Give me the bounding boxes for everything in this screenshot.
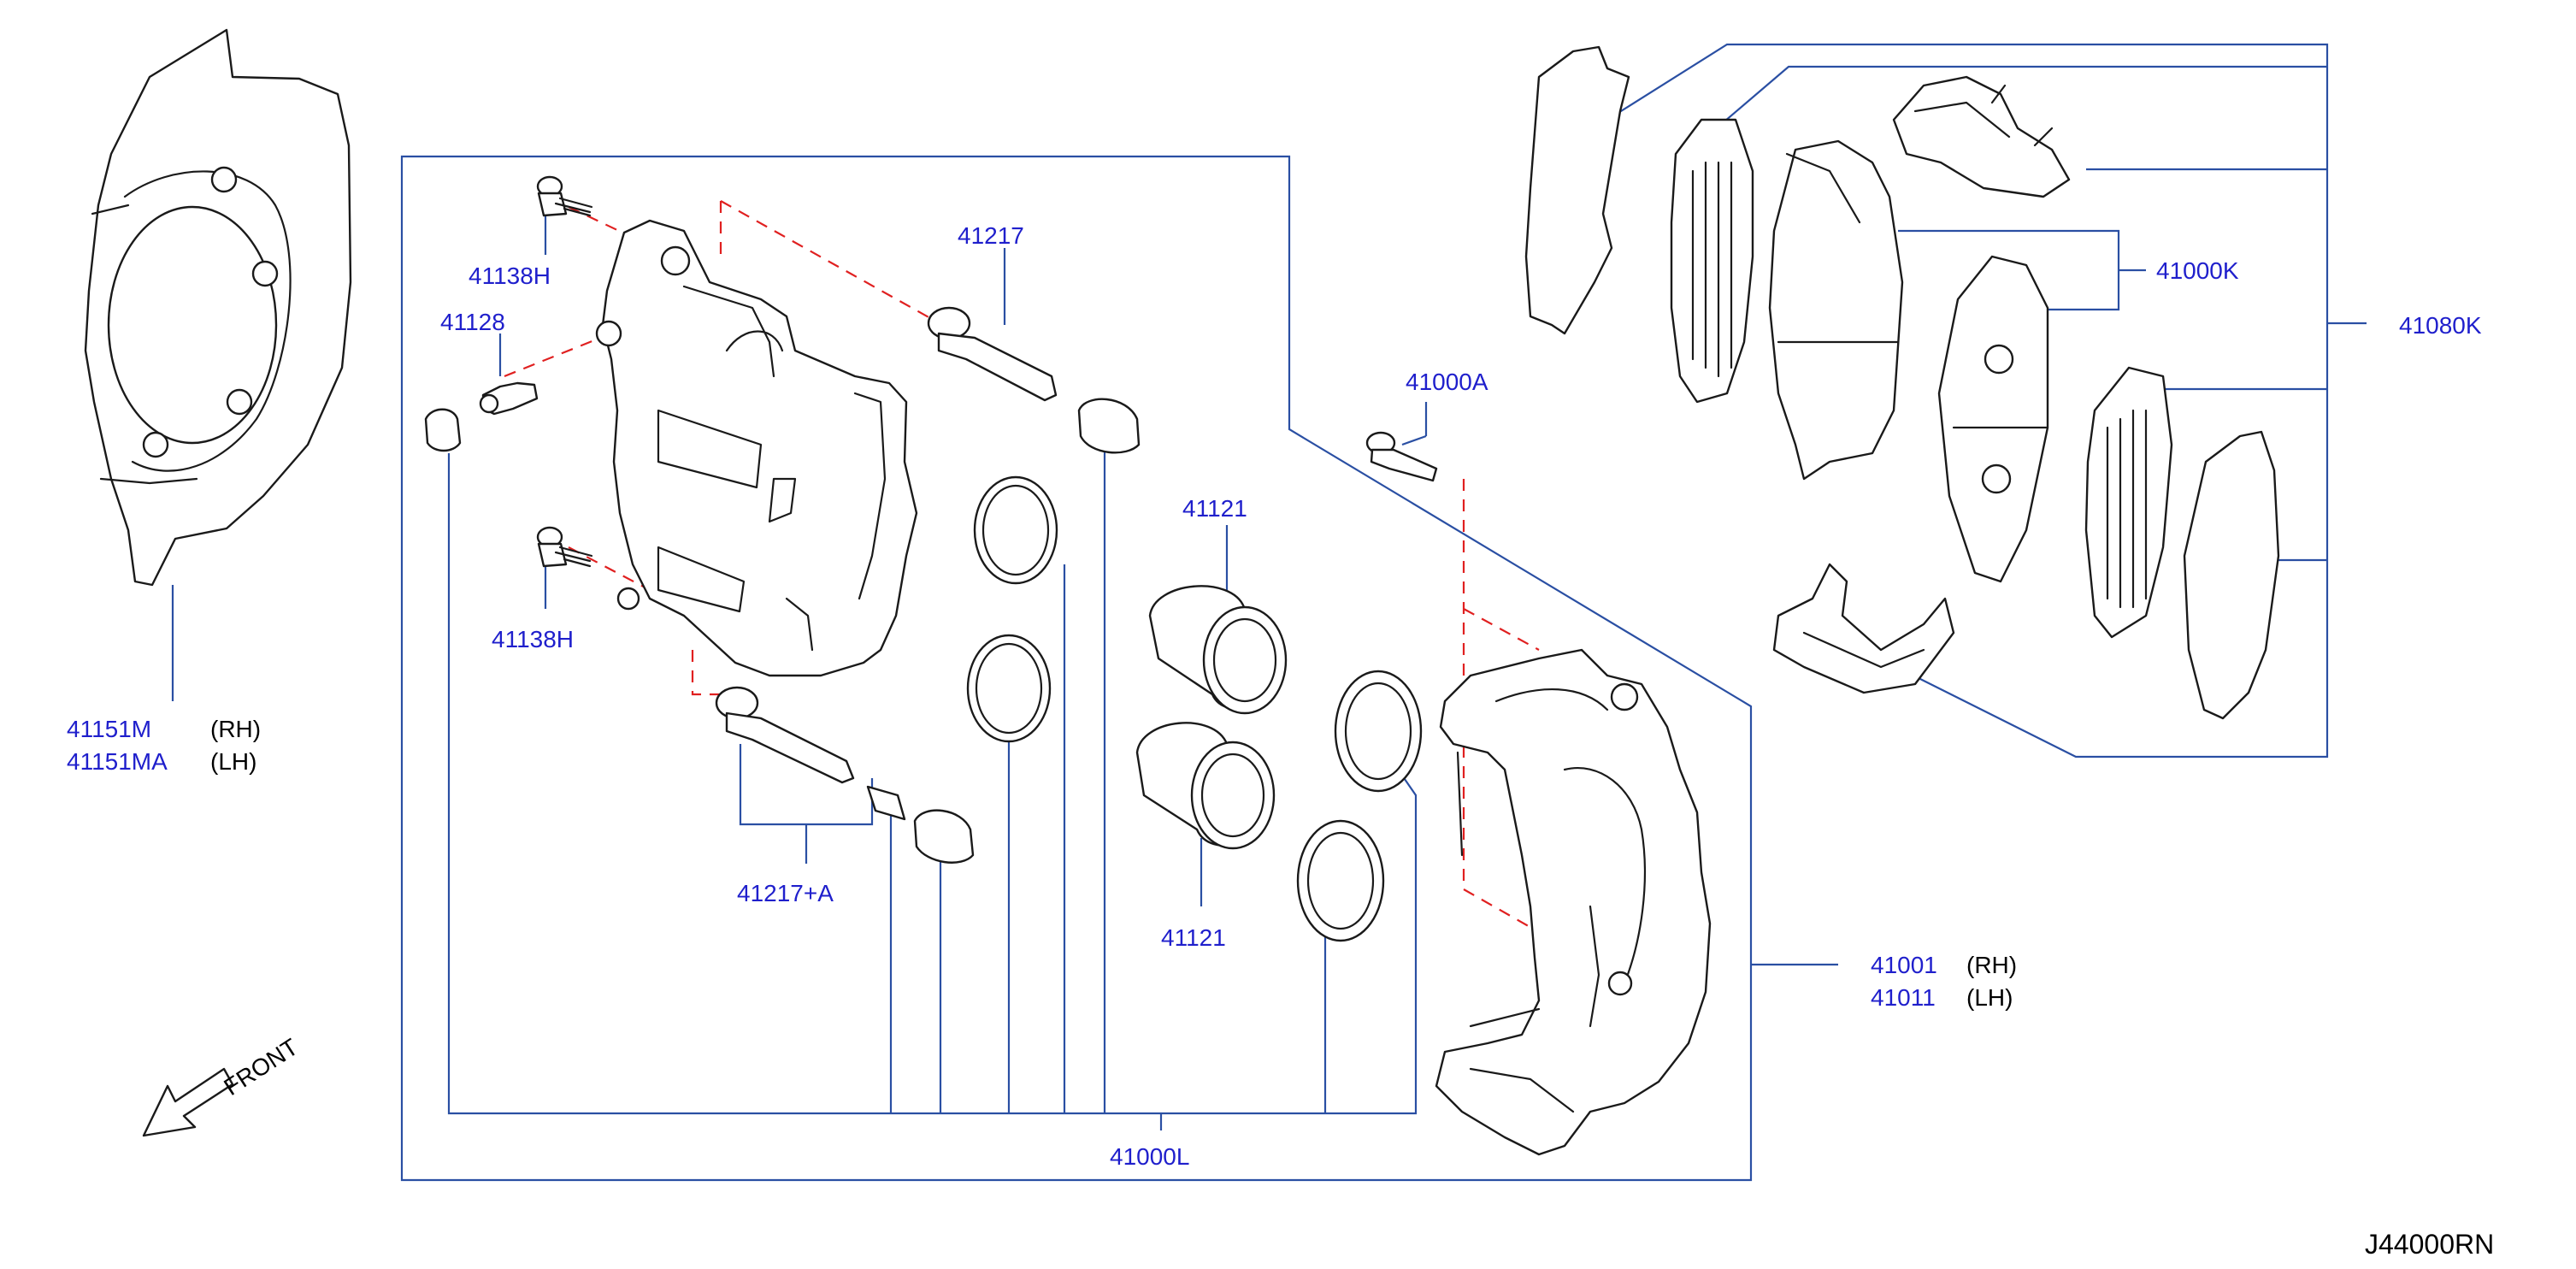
label-caliper-lh[interactable]: 41011 xyxy=(1871,984,1936,1011)
label-dust-shield-rh-side: (RH) xyxy=(210,716,261,742)
caliper-bracket-drawing xyxy=(1435,648,1712,1156)
label-dust-shield-lh[interactable]: 41151MA xyxy=(67,748,168,775)
bolts-drawing xyxy=(424,175,1438,864)
dashed-guides xyxy=(504,200,1540,933)
label-dust-shield-lh-side: (LH) xyxy=(210,748,256,775)
label-piston-lower[interactable]: 41121 xyxy=(1161,924,1226,951)
pads-hardware-drawing xyxy=(1524,45,2280,720)
caliper-body-drawing xyxy=(595,219,918,677)
label-bolt-lower[interactable]: 41138H xyxy=(492,626,574,652)
label-pin-upper[interactable]: 41217 xyxy=(958,222,1024,249)
label-pin-lower[interactable]: 41217+A xyxy=(737,880,834,906)
label-pad-kit[interactable]: 41000K xyxy=(2156,257,2239,284)
label-bolt-support[interactable]: 41000A xyxy=(1406,369,1488,395)
dust-shield-drawing xyxy=(84,28,352,587)
label-hardware-kit[interactable]: 41080K xyxy=(2399,312,2482,339)
label-dust-shield-rh[interactable]: 41151M xyxy=(67,716,151,742)
label-bolt-upper[interactable]: 41138H xyxy=(469,263,551,289)
leader-lines xyxy=(171,43,2367,1182)
part-labels: 41151M (RH) 41151MA (LH) 41138H 41128 41… xyxy=(67,222,2494,1260)
label-piston-upper[interactable]: 41121 xyxy=(1182,495,1247,522)
drawing-code: J44000RN xyxy=(2365,1229,2494,1260)
label-caliper-rh-side: (RH) xyxy=(1966,952,2017,978)
arrow-down-left-icon xyxy=(142,1067,234,1137)
front-arrow-label: FRONT xyxy=(219,1034,303,1101)
seals-pistons-drawing xyxy=(966,475,1423,942)
label-caliper-rh[interactable]: 41001 xyxy=(1871,952,1937,978)
label-bleeder[interactable]: 41128 xyxy=(440,309,505,335)
label-caliper-lh-side: (LH) xyxy=(1966,984,2013,1011)
label-seal-kit[interactable]: 41000L xyxy=(1110,1143,1189,1170)
